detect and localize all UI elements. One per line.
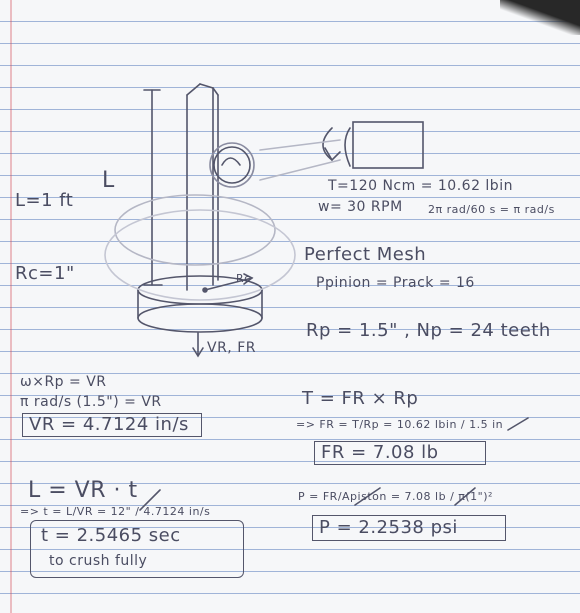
length-symbol: L — [102, 168, 115, 193]
velocity-result-box: VR = 4.7124 in/s — [22, 413, 202, 437]
radius-value: Rc=1" — [15, 263, 75, 284]
pitch-line: Ppinion = Prack = 16 — [316, 275, 475, 291]
margin-line — [10, 0, 12, 613]
perfect-mesh-label: Perfect Mesh — [304, 244, 427, 265]
omega-conversion: 2π rad/60 s = π rad/s — [428, 203, 555, 216]
velocity-result: VR = 4.7124 in/s — [29, 414, 189, 435]
force-label: VR, FR — [207, 340, 256, 356]
pressure-line1: P = FR/Apiston = 7.08 lb / π(1")² — [298, 490, 493, 503]
background-corner — [500, 0, 580, 35]
force-line1: T = FR × Rp — [302, 388, 419, 409]
rp-line: Rp = 1.5" , Np = 24 teeth — [306, 320, 551, 341]
rc-label: Rc — [236, 272, 251, 285]
omega-line: w= 30 RPM — [318, 199, 403, 215]
length-value: L=1 ft — [15, 190, 74, 211]
time-line1: L = VR · t — [28, 478, 138, 503]
velocity-line1: ω×Rp = VR — [20, 374, 107, 390]
time-line2: => t = L/VR = 12" / 4.7124 in/s — [20, 505, 211, 518]
velocity-line2: π rad/s (1.5") = VR — [20, 394, 162, 410]
pressure-result: P = 2.2538 psi — [319, 517, 458, 538]
pressure-result-box: P = 2.2538 psi — [312, 515, 506, 541]
torque-line: T=120 Ncm = 10.62 lbin — [328, 178, 513, 194]
force-result-box: FR = 7.08 lb — [314, 441, 486, 465]
time-result: t = 2.5465 sec — [41, 525, 181, 546]
force-line2: => FR = T/Rp = 10.62 lbin / 1.5 in — [296, 418, 504, 431]
time-note: to crush fully — [49, 553, 148, 569]
force-result: FR = 7.08 lb — [321, 442, 439, 463]
time-result-box: t = 2.5465 sec to crush fully — [30, 520, 244, 578]
